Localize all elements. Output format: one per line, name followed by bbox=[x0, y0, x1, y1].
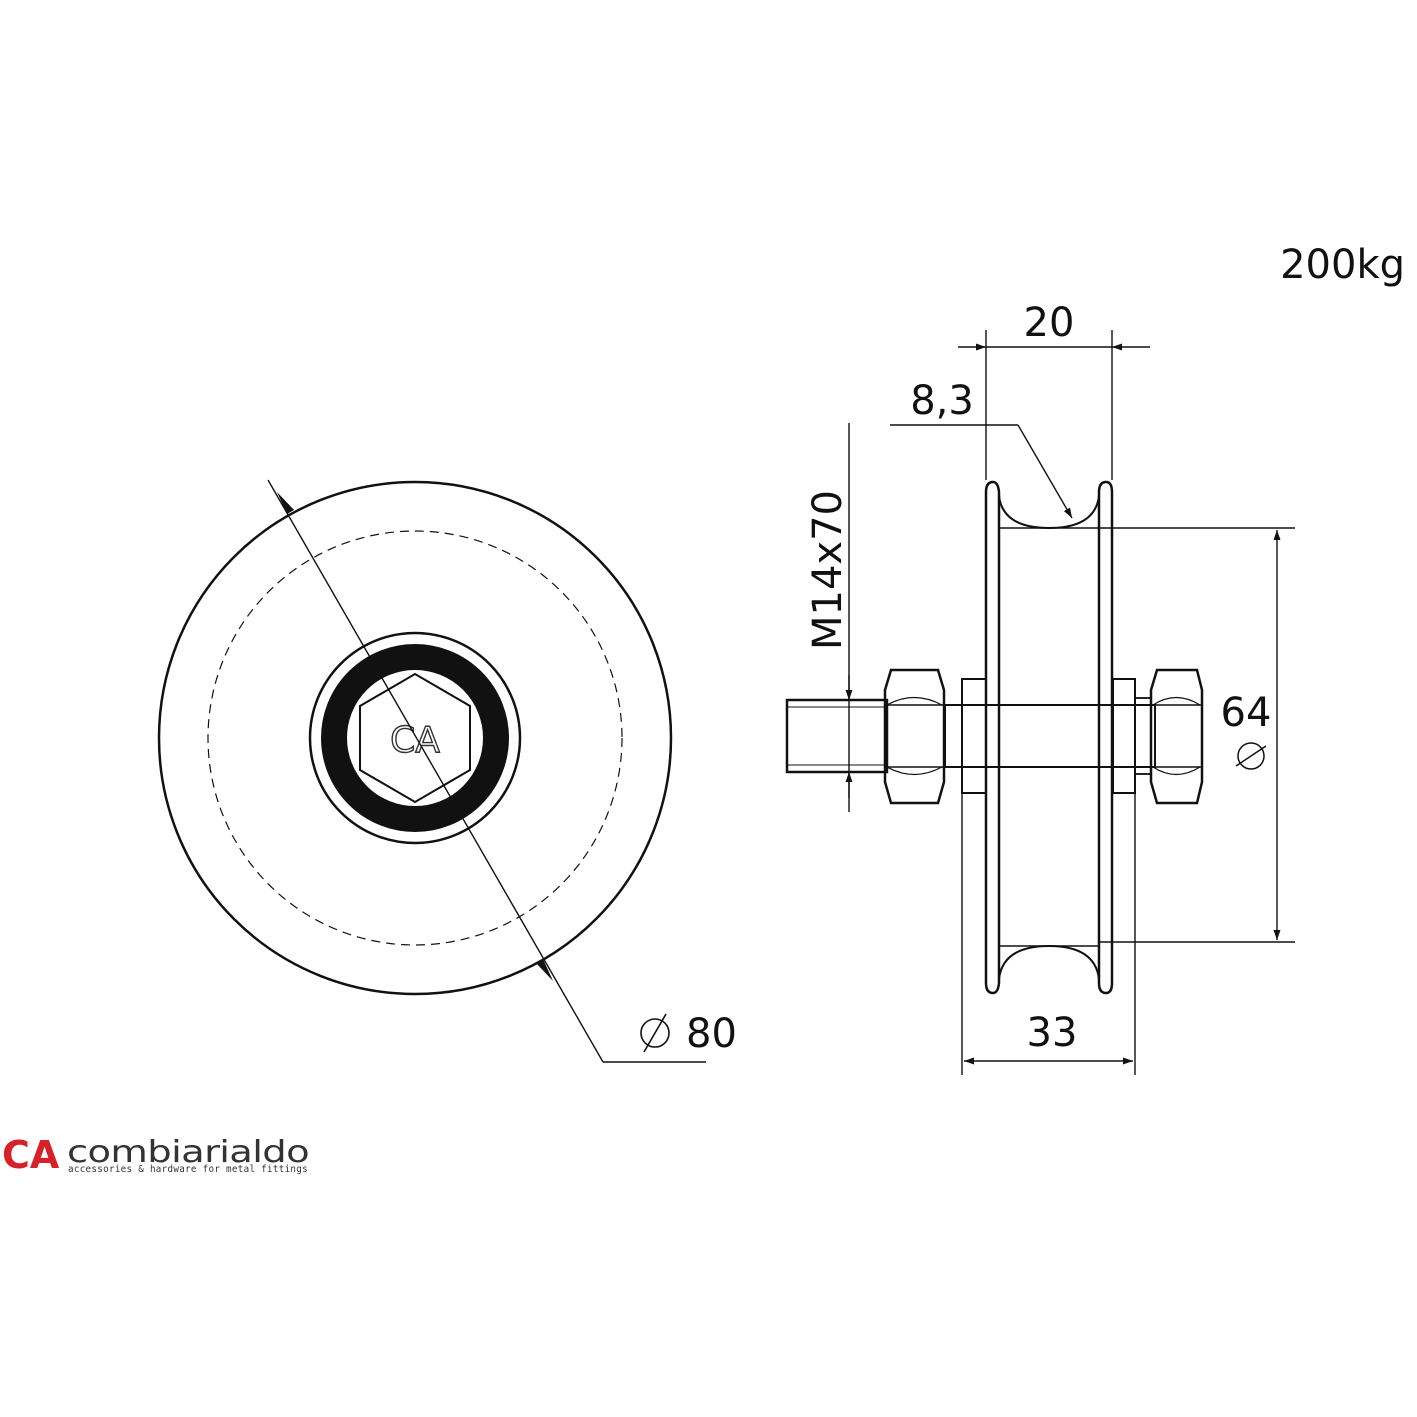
brand-logo: CA combiarialdo accessories & hardware f… bbox=[2, 1133, 310, 1177]
thread-label: M14x70 bbox=[805, 490, 851, 650]
right-washer bbox=[1112, 678, 1136, 794]
left-washer bbox=[961, 678, 987, 794]
diameter-symbol-icon bbox=[1235, 742, 1267, 770]
groove-radius-label: 8,3 bbox=[910, 378, 974, 424]
groove-width-label: 20 bbox=[1024, 300, 1075, 346]
axle-bolt bbox=[785, 698, 889, 774]
diameter-80-leader bbox=[267, 479, 604, 1063]
wheel-profile bbox=[984, 480, 1114, 995]
diameter-symbol-icon bbox=[640, 1013, 670, 1053]
load-rating: 200kg bbox=[1280, 242, 1405, 288]
front-view: CA 80 bbox=[157, 479, 737, 1063]
outer-diameter-label: 80 bbox=[686, 1011, 737, 1057]
total-width-label: 33 bbox=[1027, 1010, 1078, 1056]
hub-outer-circle bbox=[308, 631, 522, 845]
groove-diameter-label: 64 bbox=[1221, 690, 1272, 736]
left-hex-nut bbox=[883, 668, 946, 805]
right-hex-nut bbox=[1149, 668, 1204, 805]
diameter-80-arrow-top bbox=[277, 492, 294, 514]
wheel-outer-circle bbox=[157, 480, 673, 996]
diameter-80-arrow-bottom bbox=[536, 959, 553, 981]
brand-tagline: accessories & hardware for metal fitting… bbox=[68, 1164, 308, 1175]
bearing-ring bbox=[321, 644, 509, 832]
brand-mark: CA bbox=[2, 1133, 60, 1177]
axle-shaft bbox=[944, 704, 1156, 768]
brand-name: combiarialdo bbox=[67, 1135, 309, 1170]
side-view: 20 8,3 M14x70 64 33 bbox=[785, 300, 1295, 1075]
groove-dashed-circle bbox=[207, 530, 623, 946]
hub-logo-text: CA bbox=[390, 720, 440, 761]
hex-bore bbox=[359, 672, 471, 804]
